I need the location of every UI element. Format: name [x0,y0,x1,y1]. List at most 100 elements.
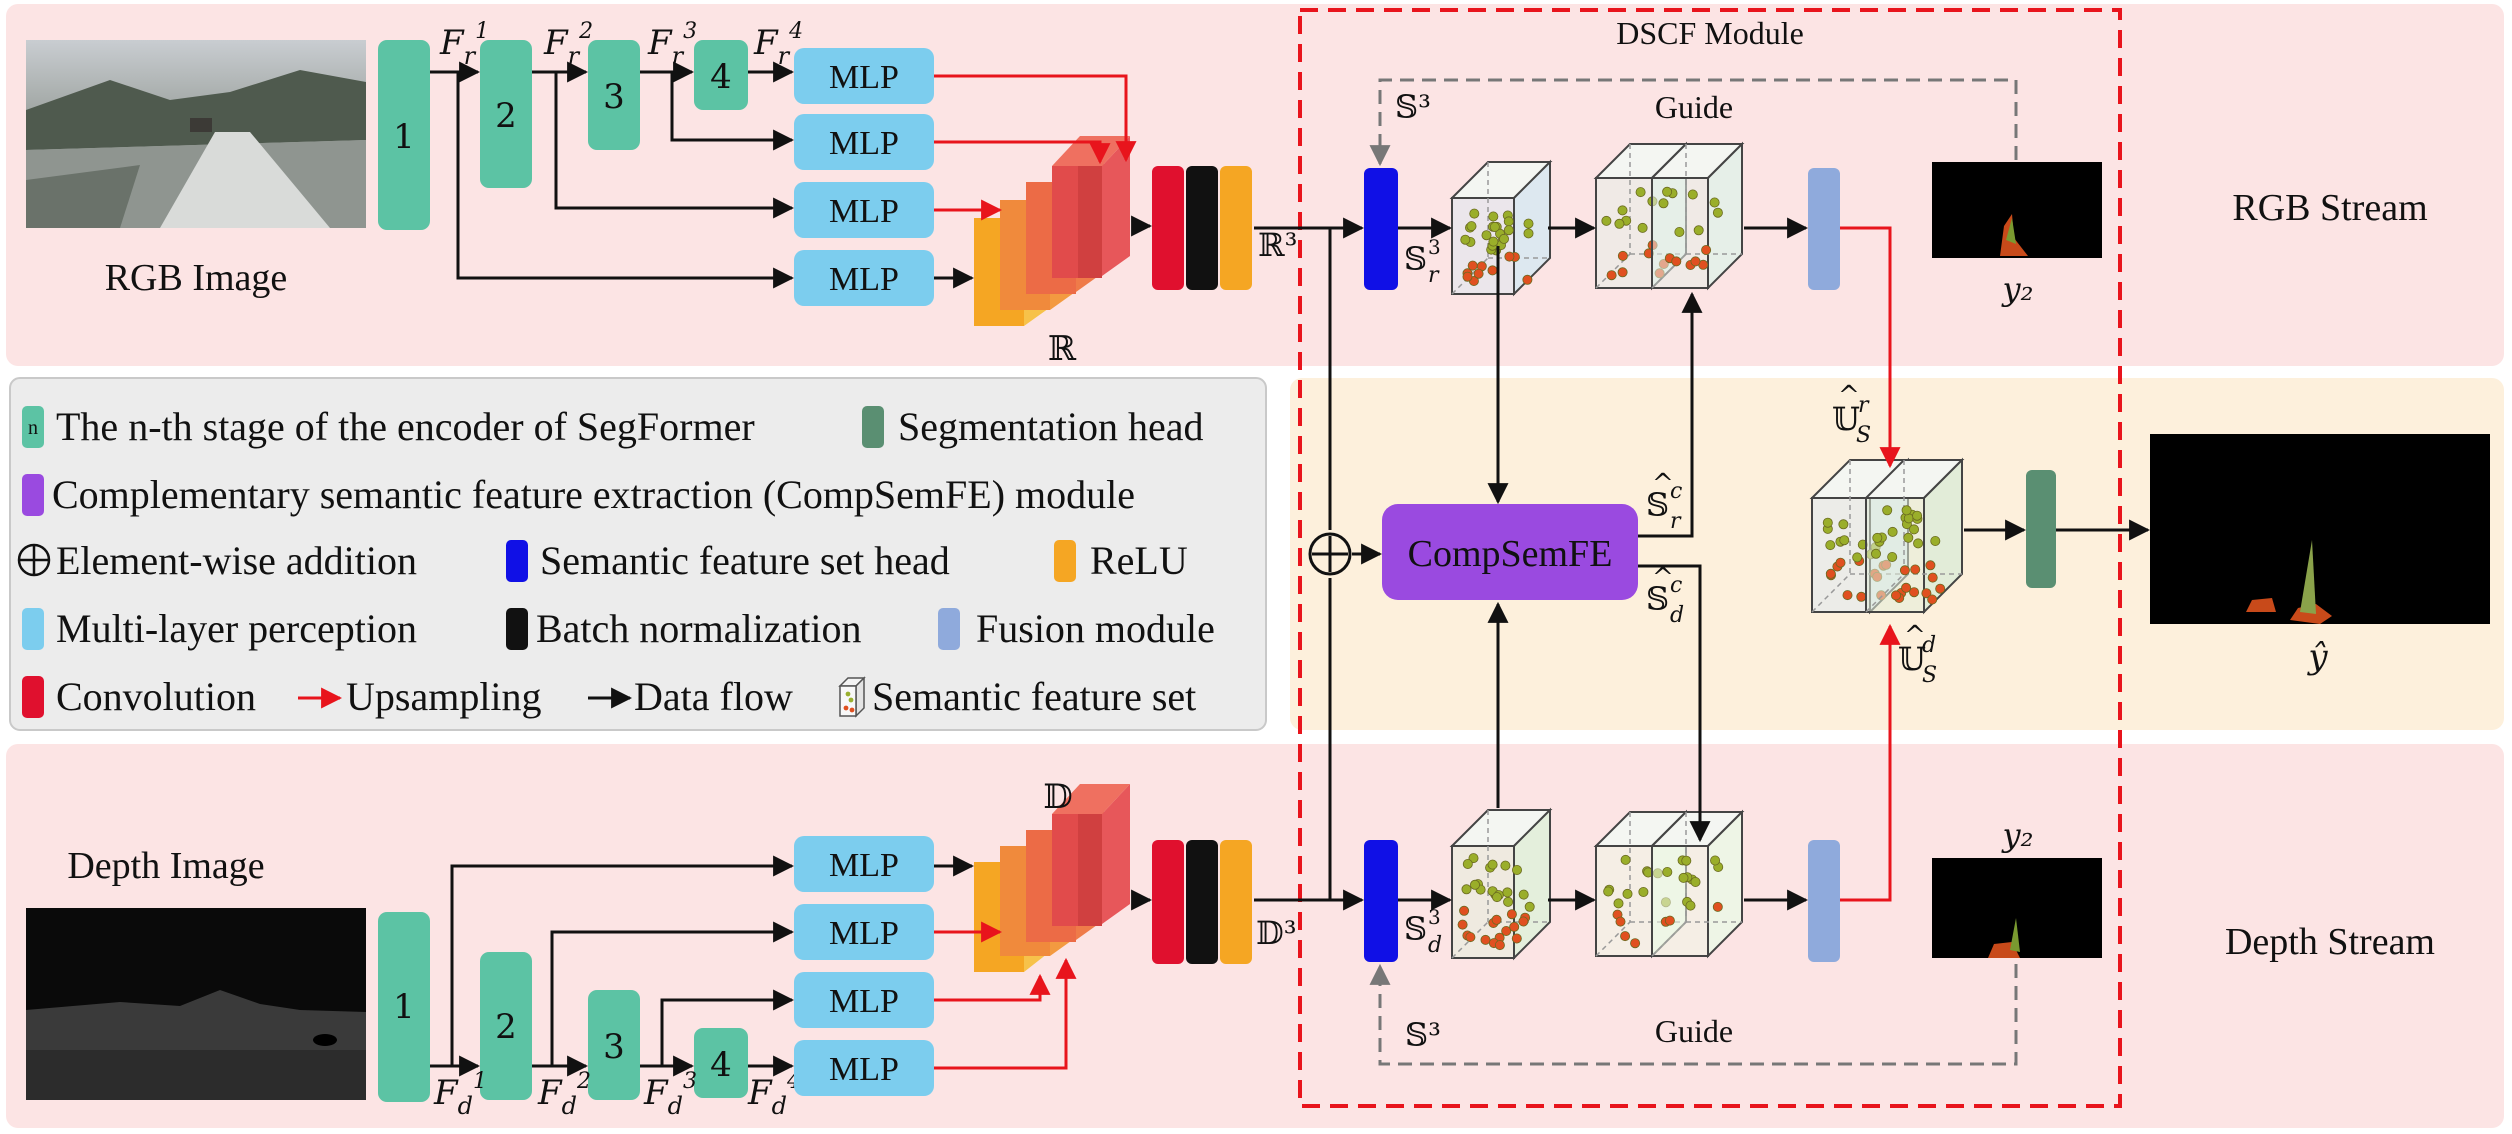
legend-stage-key: n [28,417,38,439]
sdc-hat-label: 𝕊 ^ d c [1646,563,1684,628]
rgb-y2-prediction [1932,162,2102,258]
rgb-mlp-1: MLP [794,48,934,104]
legend-bn-swatch [506,608,528,650]
rgb-stage-2-label: 2 [495,96,517,136]
depth-s3-label: 𝕊³ [1405,1016,1441,1054]
depth-guide-label: Guide [1655,1013,1733,1049]
depth-relu-block [1220,840,1252,964]
legend-semset-text: Semantic feature set [872,674,1196,719]
legend-fusion-text: Fusion module [976,606,1215,651]
depth-stage-4-label: 4 [710,1045,732,1085]
svg-text:Fd2: Fd2 [537,1069,591,1120]
depth-stack-arrows [934,855,1153,1070]
legend-seg-head-swatch [862,406,884,448]
depth-semantic-set-2b [1649,809,1745,959]
depth-y2-prediction [1932,858,2102,958]
dscf-module-title: DSCF Module [1616,15,1804,51]
depth-stage-2-label: 2 [495,1007,517,1047]
rgb-set3-label: ℝ³ [1258,226,1297,264]
rgb-feature-stack [974,136,1130,326]
svg-text:r: r [1858,393,1870,418]
legend-mlp-swatch [22,608,44,650]
ur-label: 𝕌 ^ S r [1832,381,1871,448]
depth-mlp-1: MLP [794,836,934,892]
dscf-input-arrows [1254,217,1383,911]
svg-text:c: c [1670,573,1682,598]
legend-relu-text: ReLU [1090,538,1188,583]
depth-encoder-arrows [430,855,795,1077]
depth-set3-label: 𝔻³ [1256,914,1297,952]
final-prediction [2150,434,2490,624]
depth-conv-block [1152,840,1184,964]
depth-stage-3-label: 3 [603,1027,625,1067]
svg-text:MLP: MLP [829,125,899,162]
depth-stream-label: Depth Stream [2225,921,2435,963]
svg-text:d: d [1922,633,1936,658]
legend-mlp-text: Multi-layer perception [56,606,417,651]
svg-text:𝕊: 𝕊 [1646,580,1669,618]
svg-text:𝕊: 𝕊 [1404,910,1427,948]
depth-feature-stack [974,784,1130,972]
rgb-fusion-module [1808,168,1840,290]
legend-bn-text: Batch normalization [536,606,861,651]
rgb-y2-label: y₂ [2001,270,2034,308]
rgb-semantic-set-1 [1449,159,1553,297]
svg-text:𝕌: 𝕌 [1832,400,1860,438]
svg-text:MLP: MLP [829,847,899,884]
legend-stage-swatch [22,406,44,448]
svg-text:d: d [1428,933,1442,958]
rgb-semantic-set-2b [1649,141,1745,291]
legend-sem-head-text: Semantic feature set head [540,538,950,583]
rgb-semantic-head [1364,168,1398,290]
depth-stage-1-label: 1 [393,987,415,1027]
svg-text:^: ^ [1652,469,1674,499]
svg-text:^: ^ [1838,381,1860,411]
svg-text:𝕊: 𝕊 [1646,486,1669,524]
svg-text:d: d [1670,603,1684,628]
ud-label: 𝕌 ^ S d [1898,621,1937,688]
depth-mlp-4: MLP [794,1040,934,1096]
legend-addition-icon [17,543,51,577]
svg-text:𝕌: 𝕌 [1898,640,1926,678]
depth-semantic-head [1364,840,1398,962]
depth-stage-2 [480,952,532,1100]
legend-upsampling-text: Upsampling [346,674,542,719]
depth-stage-3 [588,990,640,1100]
rgb-stream-label: RGB Stream [2232,187,2427,229]
legend-addition-text: Element-wise addition [56,538,417,583]
fusion-output-arrows [1840,226,1901,902]
svg-text:MLP: MLP [829,59,899,96]
rgb-set-label: ℝ [1048,329,1077,369]
depth-sd3-label: 𝕊 d 3 [1404,905,1442,958]
rgb-mlp-2: MLP [794,114,934,170]
src-hat-label: 𝕊 ^ r c [1646,469,1682,534]
legend-dataflow-text: Data flow [634,674,793,719]
svg-text:3: 3 [1428,235,1441,259]
svg-text:MLP: MLP [829,193,899,230]
rgb-stage-4-label: 4 [710,57,732,97]
rgb-stack-arrows [934,74,1153,289]
svg-text:^: ^ [1652,563,1674,593]
depth-stage-4 [694,1028,748,1098]
rgb-mlp-3: MLP [794,182,934,238]
depth-fusion-module [1808,840,1840,962]
final-yhat-label: ŷ [2306,637,2328,677]
rgb-stage-3-label: 3 [603,77,625,117]
svg-text:S: S [1922,663,1937,688]
svg-text:MLP: MLP [829,261,899,298]
depth-image-thumbnail [26,908,366,1100]
fused-semantic-set-b [1863,457,1965,615]
rgb-stage-1 [378,40,430,230]
depth-y2-label: y₂ [2001,816,2034,854]
rgb-stage-4 [694,40,748,110]
semantic-feature-sets [1449,141,1965,961]
legend-sem-head-swatch [506,540,528,582]
rgb-stage-2 [480,40,532,188]
legend-fusion-swatch [938,608,960,650]
rgb-s3-label: 𝕊³ [1395,88,1431,126]
svg-text:c: c [1670,479,1682,504]
depth-image-label: Depth Image [67,845,264,887]
depth-bn-block [1186,840,1218,964]
rgb-image-thumbnail [26,40,366,228]
